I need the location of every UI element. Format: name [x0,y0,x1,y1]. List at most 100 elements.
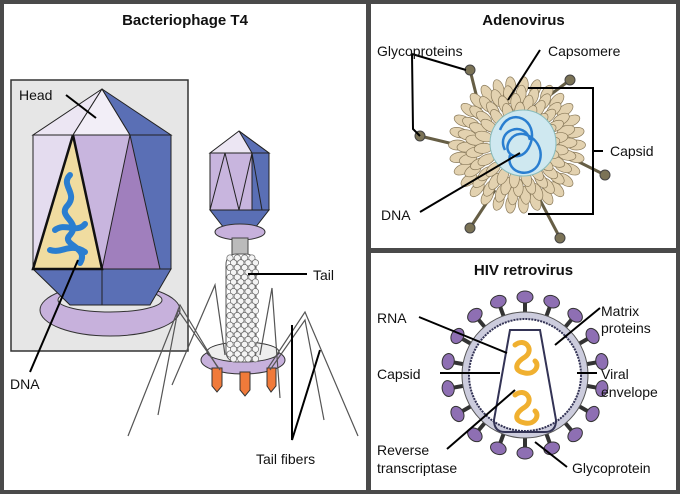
glycoprotein-spike [563,421,583,443]
glycoprotein-spike [450,404,473,423]
tail-sheath-bead [233,350,241,358]
tail-sheath-bead [251,278,259,286]
adeno-label-capsomere: Capsomere [548,43,621,59]
tail-sheath-bead [241,331,249,339]
tail-sheath-bead [229,345,238,353]
tail-sheath-bead [248,340,256,348]
tail-sheath-bead [241,254,249,262]
tail-sheath-bead [248,331,256,339]
tail-sheath-bead [233,273,241,281]
tail-sheath-bead [237,316,245,324]
tail-sheath-bead [237,307,245,315]
glycoprotein-spike [563,307,583,329]
tail-sheath-bead [251,297,259,305]
tail-sheath-bead [237,297,245,305]
tail-sheath-bead [237,345,245,353]
t4-full-phage [127,130,359,437]
adeno-label-capsid: Capsid [610,143,654,159]
hiv-label-matrix-proteins-2: proteins [601,320,651,336]
glycoprotein-spike [543,294,560,318]
tail-sheath-bead [233,340,241,348]
tail-sheath-bead [229,259,238,267]
hiv-label-viral-envelope-2: envelope [601,384,658,400]
tail-sheath-bead [244,278,252,286]
tail-sheath-bead [226,264,234,272]
t4-label-head: Head [19,87,53,103]
tail-sheath-bead [229,278,238,286]
tail-sheath-bead [229,268,238,276]
tail-sheath-bead [241,312,249,320]
tail-sheath-bead [229,326,238,334]
tail-sheath-bead [237,336,245,344]
tail-sheath-bead [251,326,259,334]
hiv-label-reverse-transcriptase-1: Reverse [377,442,430,458]
tail-sheath-bead [233,321,241,329]
glycoprotein-spike [467,421,487,443]
tail-sheath-bead [251,355,259,363]
tail-sheath-bead [233,254,241,262]
tail-sheath-bead [244,288,252,296]
tail-sheath-bead [244,259,252,267]
tail-sheath-bead [233,331,241,339]
hiv-label-glycoprotein: Glycoprotein [572,460,651,476]
tail-sheath-bead [229,297,238,305]
tail-sheath-bead [233,264,241,272]
tail-sheath-bead [229,336,238,344]
tail-sheath-bead [237,259,245,267]
tail-sheath-bead [241,264,249,272]
adeno-label-glycoproteins: Glycoproteins [377,43,463,59]
glycoprotein-spike [467,307,487,329]
tail-sheath-bead [233,312,241,320]
adeno-label-dna: DNA [381,207,411,223]
adenovirus-illustration [414,64,611,244]
tail-sheath-bead [241,273,249,281]
glycoprotein-spike [490,432,507,456]
tail-sheath-bead [248,302,256,310]
glycoprotein-spike [585,380,609,397]
glycoprotein-spike [490,294,507,318]
tail-sheath-bead [248,312,256,320]
tail-sheath-bead [229,355,238,363]
tail-sheath-bead [241,350,249,358]
tail-sheath-bead [226,350,234,358]
t4-title: Bacteriophage T4 [122,12,248,29]
tail-sheath-bead [244,316,252,324]
tail-sheath-bead [241,302,249,310]
glycoprotein-spike [543,432,560,456]
tail-sheath-bead [244,355,252,363]
hiv-label-matrix-proteins-1: Matrix [601,303,640,319]
glycoprotein-spike [441,380,465,397]
tail-sheath-bead [226,292,234,300]
glycoprotein-spike [577,327,600,346]
tail-sheath-bead [241,283,249,291]
tail-sheath-bead [248,292,256,300]
tail-sheath-bead [226,283,234,291]
tail-sheath-bead [233,302,241,310]
tail-sheath-bead [244,307,252,315]
tail-sheath-bead [241,292,249,300]
tail-sheath-bead [241,321,249,329]
glycoprotein-spike [441,353,465,370]
t4-head-closeup [10,79,189,352]
hiv-label-capsid: Capsid [377,366,421,382]
glycoprotein-spike [585,353,609,370]
tail-sheath-bead [226,321,234,329]
tail-sheath-bead [226,254,234,262]
tail-sheath-bead [244,336,252,344]
tail-sheath-bead [244,297,252,305]
tail-sheath-bead [226,331,234,339]
tail-sheath-bead [226,340,234,348]
glycoprotein-spike [516,437,534,460]
hiv-label-reverse-transcriptase-2: transcriptase [377,460,458,476]
tail-sheath-bead [251,336,259,344]
tail-sheath-bead [233,292,241,300]
tail-sheath-bead [237,326,245,334]
tail-sheath-bead [248,254,256,262]
tail-sheath-bead [251,288,259,296]
t4-label-dna: DNA [10,376,40,392]
tail-sheath-bead [244,345,252,353]
tail-sheath-bead [229,288,238,296]
hiv-title: HIV retrovirus [473,262,574,279]
tail-sheath-bead [233,283,241,291]
adenovirus-title: Adenovirus [482,12,565,29]
